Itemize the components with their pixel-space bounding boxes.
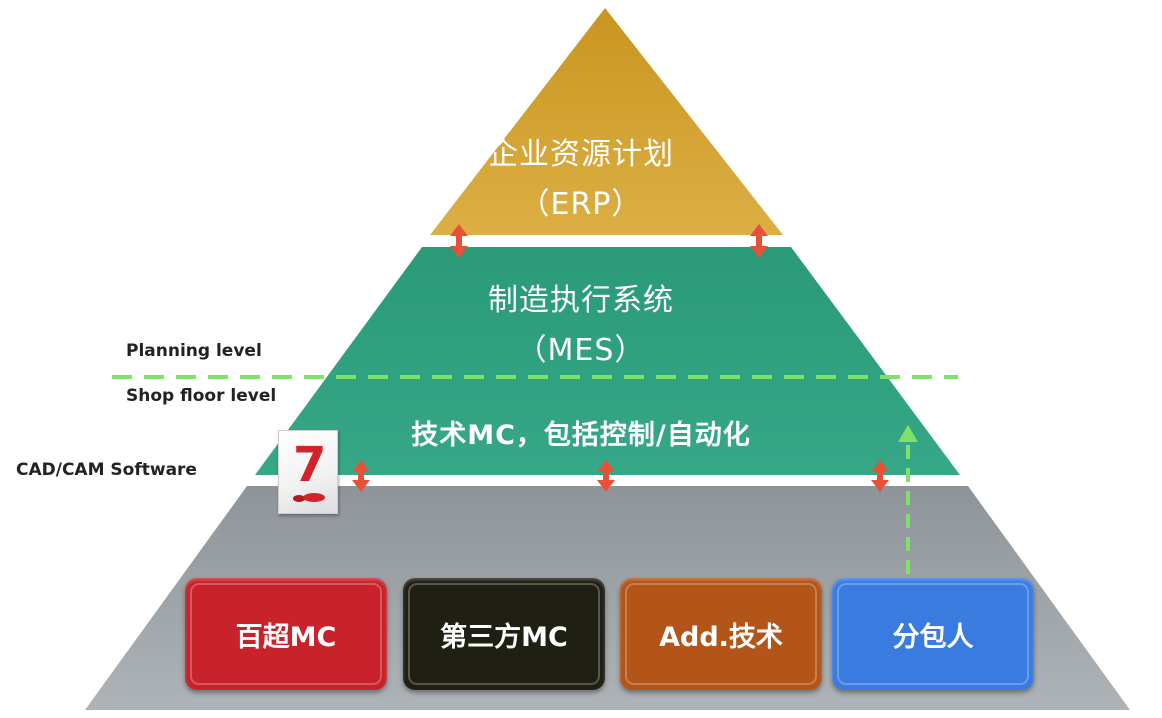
erp-abbrev: （ERP） <box>519 187 643 222</box>
box-border <box>190 583 382 685</box>
box-border <box>625 583 817 685</box>
mes-layer <box>255 247 960 475</box>
bystronic-mc-box: 百超MC <box>185 578 387 690</box>
erp-title: 企业资源计划 <box>488 137 674 172</box>
cad-icon-shape-b <box>303 493 325 502</box>
bystronic-mc-label: 百超MC <box>235 621 337 653</box>
arrow-mes-base-2 <box>597 460 615 492</box>
subcontractor-label: 分包人 <box>892 621 974 653</box>
additional-tech-box: Add.技术 <box>620 578 822 690</box>
shop-floor-level-label: Shop floor level <box>126 386 277 406</box>
planning-level-label: Planning level <box>126 341 262 361</box>
tech-mc-title: 技术MC，包括控制/自动化 <box>411 420 751 451</box>
third-party-mc-box: 第三方MC <box>403 578 605 690</box>
additional-tech-label: Add.技术 <box>659 621 783 653</box>
cad-cam-software-icon: 7 <box>278 430 338 514</box>
erp-layer <box>430 8 783 235</box>
arrow-mes-base-1 <box>352 460 370 492</box>
mes-title: 制造执行系统 <box>488 283 674 318</box>
cad-cam-software-label: CAD/CAM Software <box>16 460 197 480</box>
erp-mes-separator <box>422 235 791 247</box>
arrow-erp-mes-left <box>450 224 468 258</box>
subcontractor-up-arrow-head <box>898 425 918 442</box>
subcontractor-box: 分包人 <box>832 578 1034 690</box>
box-border <box>837 583 1029 685</box>
cad-cam-version-glyph: 7 <box>293 437 327 493</box>
cad-icon-shape-a <box>293 495 305 502</box>
third-party-mc-label: 第三方MC <box>440 621 568 653</box>
arrow-mes-base-3 <box>871 460 889 492</box>
mes-abbrev: （MES） <box>516 333 646 368</box>
box-border <box>408 583 600 685</box>
arrow-erp-mes-right <box>750 224 768 258</box>
